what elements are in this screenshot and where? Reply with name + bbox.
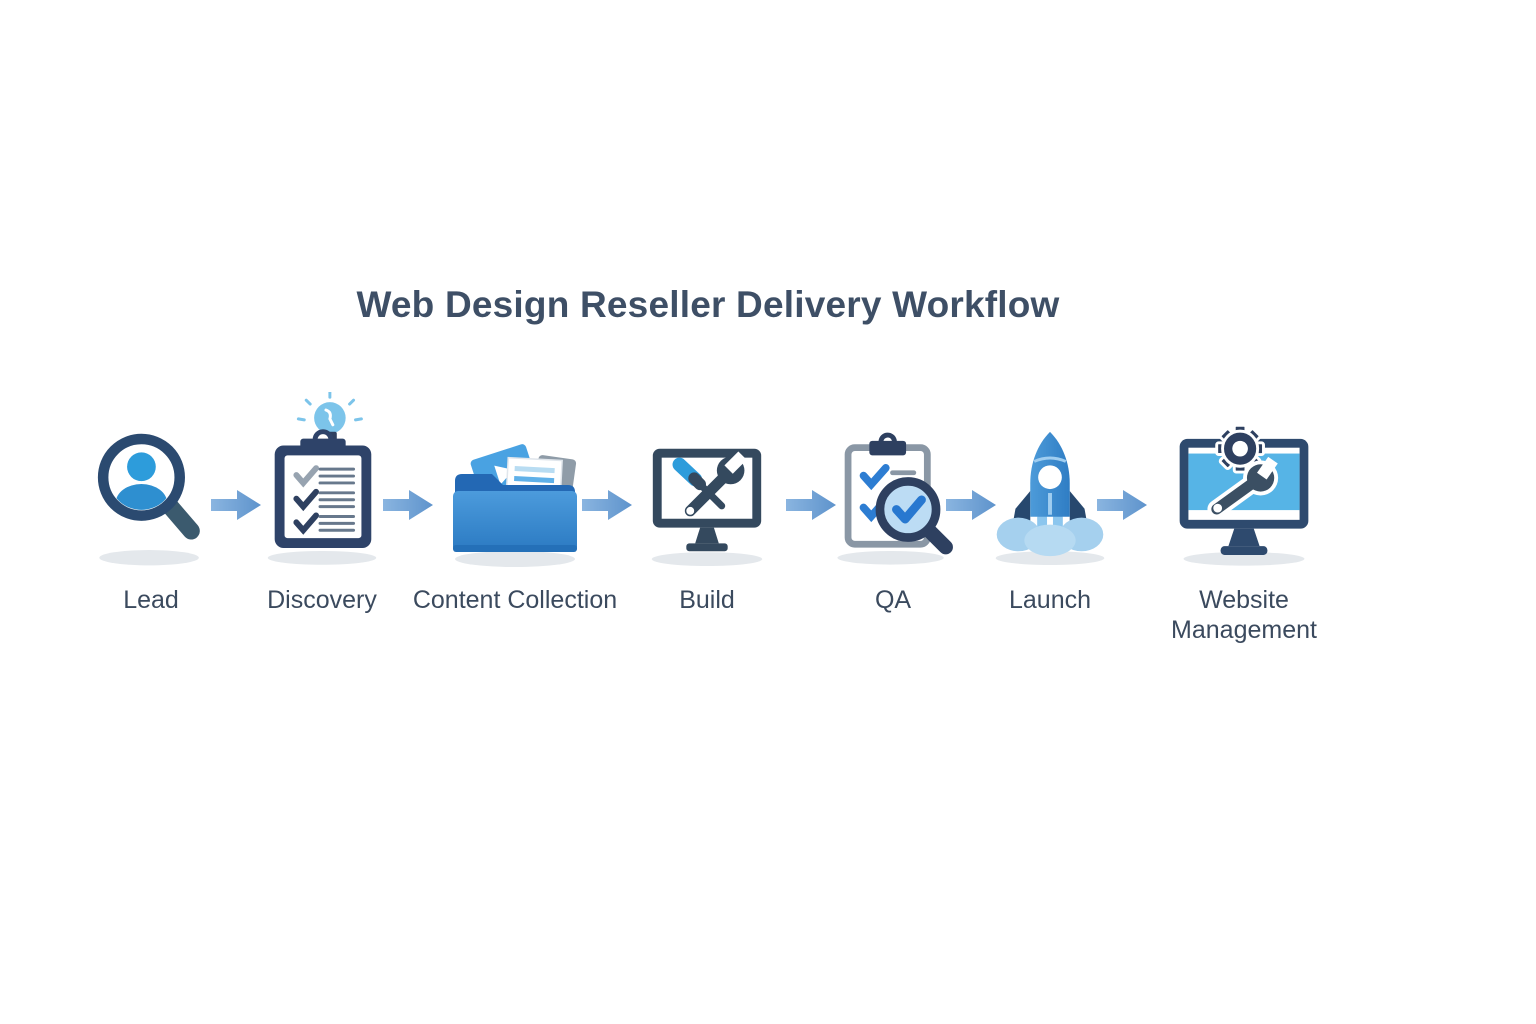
page-title: Web Design Reseller Delivery Workflow: [356, 284, 1060, 325]
workflow-step-build: Build: [597, 388, 817, 616]
workflow-step-content-collection: Content Collection: [405, 388, 625, 616]
step-label-build: Build: [679, 586, 735, 614]
wrench: [684, 451, 747, 517]
lead-icon-wrap: [84, 388, 218, 568]
content-collection-icon-wrap: [435, 388, 595, 568]
step-label-content-collection: Content Collection: [412, 586, 618, 614]
checklist-rows: [293, 465, 356, 535]
workflow-step-lead: Lead: [41, 388, 261, 616]
step-label-lead: Lead: [123, 586, 179, 614]
arrow-right-icon: [786, 490, 836, 520]
workflow-step-website-management: Website Management: [1134, 388, 1354, 645]
arrow-right-icon: [582, 490, 632, 520]
arrow-right-icon: [211, 490, 261, 520]
build-icon-wrap: [633, 388, 781, 568]
monitor-tools-icon: [651, 448, 763, 567]
clipboard-magnifier-check-icon: [836, 432, 953, 565]
step-label-discovery: Discovery: [267, 586, 377, 614]
step-label-website-management: Website Management: [1171, 586, 1317, 644]
arrow-right-icon: [946, 490, 996, 520]
launch-icon-wrap: [980, 388, 1120, 568]
exhaust-clouds: [996, 517, 1104, 557]
monitor-gear-wrench-icon: [1179, 423, 1309, 566]
step-label-qa: QA: [874, 586, 912, 614]
clipboard-lightbulb-icon: [267, 392, 377, 565]
qa-magnifier: [875, 477, 953, 555]
gear: [1215, 423, 1265, 474]
step-label-launch: Launch: [1008, 586, 1092, 614]
arrow-right-icon: [383, 490, 433, 520]
maintenance-wrench: [1207, 456, 1279, 519]
rocket-icon: [995, 431, 1105, 566]
workflow-step-launch: Launch: [940, 388, 1160, 616]
workflow-step-discovery: Discovery: [212, 388, 432, 616]
workflow-step-qa: QA: [783, 388, 1003, 616]
lead-magnifier-person-icon: [97, 433, 200, 566]
arrow-right-icon: [1097, 490, 1147, 520]
website-management-icon-wrap: [1166, 388, 1322, 568]
lightbulb-rays: [296, 392, 363, 422]
qa-icon-wrap: [821, 388, 966, 568]
folder-documents-icon: [453, 444, 577, 567]
discovery-icon-wrap: [253, 388, 391, 568]
